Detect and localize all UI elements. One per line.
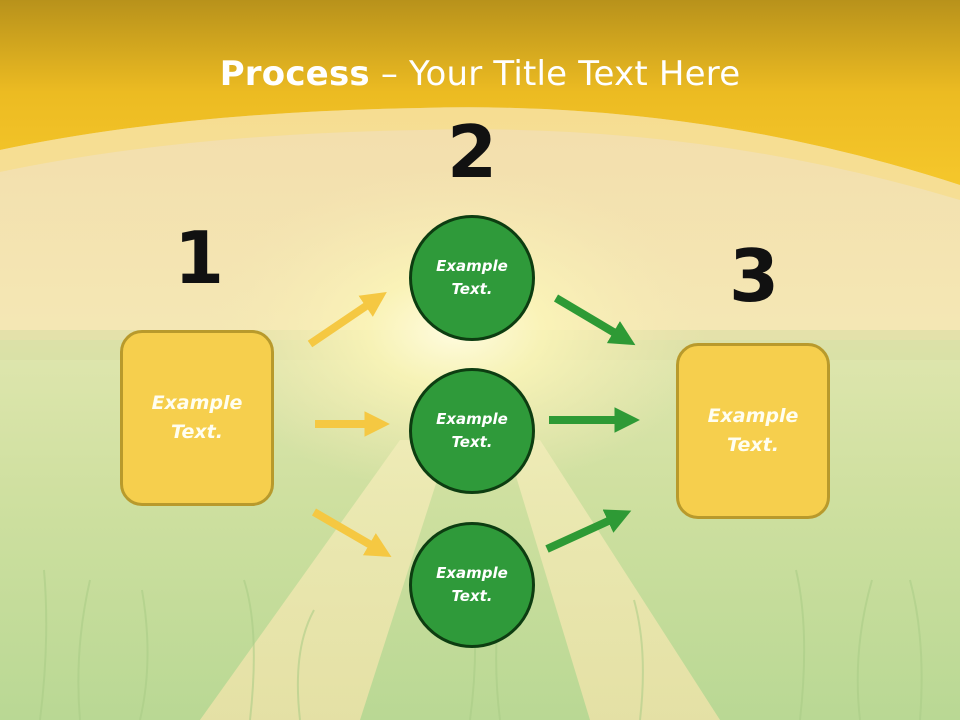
- slide-title-bold: Process: [219, 54, 370, 94]
- step-number-2: 2: [446, 110, 498, 194]
- step-1-box: Example Text.: [120, 330, 274, 506]
- circle-middle-line1: Example: [436, 410, 508, 428]
- circle-top-line2: Text.: [451, 280, 493, 298]
- circle-middle-line2: Text.: [451, 433, 493, 451]
- step-3-box-line1: Example: [707, 405, 799, 427]
- step-3-box: Example Text.: [676, 343, 830, 519]
- step-2-circle-middle: Example Text.: [409, 368, 535, 494]
- step-number-1: 1: [173, 216, 225, 300]
- slide-title: Process – Your Title Text Here: [0, 52, 960, 96]
- circle-bottom-line1: Example: [436, 564, 508, 582]
- arrow-box1-to-circle-bottom: [311, 508, 392, 557]
- step-3-box-line2: Text.: [727, 434, 779, 456]
- step-2-circle-bottom: Example Text.: [409, 522, 535, 648]
- slide-title-rest: – Your Title Text Here: [369, 54, 741, 94]
- step-2-circle-top: Example Text.: [409, 215, 535, 341]
- circle-top-line1: Example: [436, 257, 508, 275]
- arrow-circle-bottom-to-box3: [545, 509, 632, 553]
- step-1-box-line2: Text.: [171, 421, 223, 443]
- step-number-3: 3: [728, 234, 780, 318]
- arrow-circle-top-to-box3: [553, 294, 636, 346]
- arrow-box1-to-circle-top: [307, 291, 387, 348]
- step-1-box-line1: Example: [151, 392, 243, 414]
- circle-bottom-line2: Text.: [451, 587, 493, 605]
